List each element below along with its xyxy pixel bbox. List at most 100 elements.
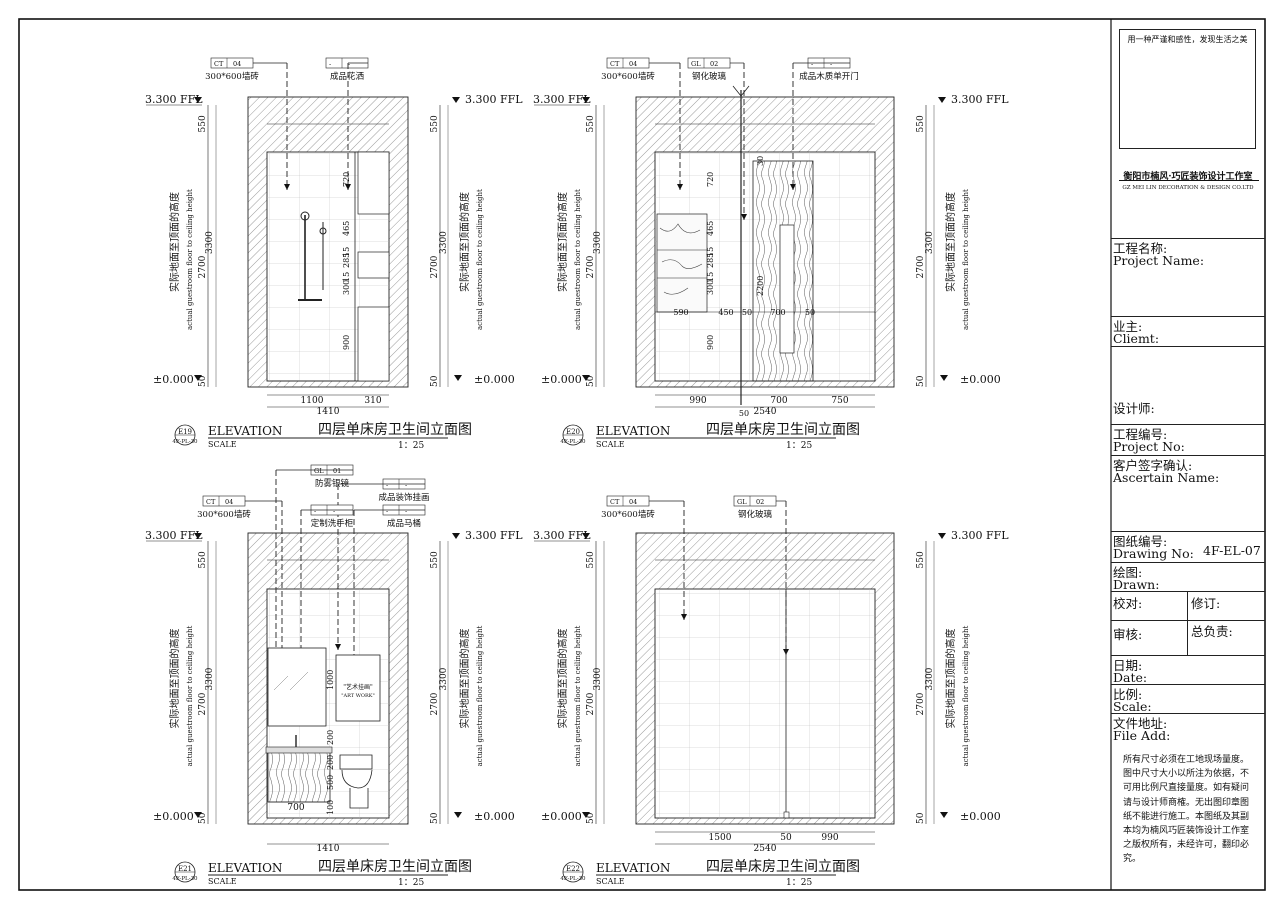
tag-code: - <box>329 60 331 68</box>
drawn-label: 绘图: <box>1113 565 1143 580</box>
level-top-left: 3.300 FFL <box>533 529 591 542</box>
sheet-border <box>18 18 1266 891</box>
leader-arrow <box>681 614 687 620</box>
level-top-right: 3.300 FFL <box>465 529 523 542</box>
side-label-cn: 实际地面至顶面的高度 <box>944 192 957 292</box>
side-label-en: actual guestroom floor to ceiling height <box>574 625 582 766</box>
side-label-en: actual guestroom floor to ceiling height <box>574 189 582 330</box>
glass-clamp-icon <box>783 811 790 819</box>
vanity-cabinet <box>267 751 331 803</box>
dim-floor: 50 <box>586 812 596 824</box>
toilet-icon <box>339 754 373 809</box>
dim-room: 2700 <box>916 255 926 278</box>
dim-ceiling: 550 <box>586 551 596 568</box>
side-label-en: actual guestroom floor to ceiling height <box>962 189 970 330</box>
tag-num: 01 <box>333 467 341 475</box>
tag-num: - <box>333 507 335 515</box>
level-bottom-right: ±0.000 <box>474 373 515 386</box>
client-label: 业主: <box>1113 319 1143 334</box>
side-label-cn: 实际地面至顶面的高度 <box>458 629 471 729</box>
level-bottom-right: ±0.000 <box>960 373 1001 386</box>
elevation-label: ELEVATION <box>208 424 282 438</box>
marble-veins <box>659 223 703 295</box>
niche-shelf <box>357 251 390 279</box>
dim-floor: 50 <box>916 375 926 387</box>
designer-label: 设计师: <box>1113 401 1155 416</box>
slogan-box: 用一种严谨和感性，发现生活之美 <box>1119 29 1256 149</box>
review-label: 审核: <box>1113 627 1143 642</box>
level-top-right: 3.300 FFL <box>951 529 1009 542</box>
tag-text: 300*600墙砖 <box>601 71 655 82</box>
project-name-label-en: Project Name: <box>1113 253 1205 268</box>
tag-text: 成品花洒 <box>330 71 365 82</box>
dim-mid: 700 <box>770 308 785 317</box>
dim-ceiling: 550 <box>430 551 440 568</box>
side-label-cn: 实际地面至顶面的高度 <box>556 629 569 729</box>
dim-ceiling: 550 <box>430 115 440 132</box>
handheld-shower-icon <box>319 227 327 235</box>
level-marker-icon <box>452 533 460 539</box>
row-client: 业主: Cliemt: <box>1111 316 1265 345</box>
level-top-right: 3.300 FFL <box>465 93 523 106</box>
mirror <box>267 647 327 727</box>
dim-inner: 100 <box>326 800 335 815</box>
tag-code: CT <box>610 498 620 506</box>
dim-inner: 200 <box>326 730 335 745</box>
dim-overall-width: 1410 <box>317 844 340 854</box>
dim-overall-width: 1410 <box>317 407 340 417</box>
file-label-en: File Add: <box>1113 728 1171 743</box>
elevation-title: 四层单床房卫生间立面图 <box>318 859 472 875</box>
dim-mid: 590 <box>673 308 688 317</box>
scale-label: SCALE <box>208 877 237 886</box>
sheet-ref: 4F-PL-30 <box>560 439 586 445</box>
dim-inner: 15 <box>706 247 715 257</box>
leader-arrow <box>284 184 290 190</box>
dim-ceiling: 550 <box>916 115 926 132</box>
marble-panel <box>656 213 708 313</box>
dim-total: 3300 <box>205 667 215 690</box>
sheet-ref: 4F-PL-30 <box>172 439 198 445</box>
side-label-cn: 实际地面至顶面的高度 <box>556 192 569 292</box>
dim-inner: 720 <box>706 172 715 187</box>
level-bottom-right: ±0.000 <box>474 810 515 823</box>
elevation-title: 四层单床房卫生间立面图 <box>318 422 472 438</box>
level-top-left: 3.300 FFL <box>533 93 591 106</box>
dim-ceiling: 550 <box>198 115 208 132</box>
level-marker-icon <box>938 533 946 539</box>
date-label: 日期: <box>1113 658 1143 673</box>
scale-label-en: Scale: <box>1113 699 1152 714</box>
art-label-cn: "艺术挂画" <box>343 683 373 691</box>
date-label-en: Date: <box>1113 670 1148 685</box>
dim-ceiling: 550 <box>198 551 208 568</box>
dim-total: 3300 <box>205 231 215 254</box>
elevation-label: ELEVATION <box>596 861 670 875</box>
scale-label: SCALE <box>596 440 625 449</box>
revise-label: 修订: <box>1191 596 1221 611</box>
level-marker-icon <box>452 97 460 103</box>
tag-text: 成品木质单开门 <box>799 71 859 82</box>
dim-inner: 1000 <box>326 670 335 690</box>
niche-upper <box>357 151 390 215</box>
level-marker-icon <box>194 97 202 103</box>
dim-room: 2700 <box>198 255 208 278</box>
level-marker-icon <box>940 375 948 381</box>
tag-num: - <box>405 507 407 515</box>
level-marker-icon <box>194 375 202 381</box>
scale-label: 比例: <box>1113 687 1143 702</box>
dim-bottom: 700 <box>287 803 304 813</box>
tag-text: 钢化玻璃 <box>692 71 727 82</box>
tag-num: 04 <box>233 60 241 68</box>
row-project-no: 工程编号: Project No: <box>1111 424 1265 453</box>
check-label: 校对: <box>1113 596 1143 611</box>
chief-label: 总负责: <box>1191 624 1233 639</box>
dim-inner: 720 <box>342 172 351 187</box>
project-no-label-en: Project No: <box>1113 439 1185 454</box>
dim-door: 2200 <box>756 276 765 296</box>
scale-value: 1：25 <box>786 878 812 888</box>
tag-num: 04 <box>225 498 233 506</box>
leader-arrow <box>741 214 747 220</box>
level-marker-icon <box>582 812 590 818</box>
company-name-en: GZ MEI LIN DECORATION & DESIGN CO.LTD <box>1122 185 1254 191</box>
row-project-name: 工程名称: Project Name: <box>1111 238 1265 267</box>
